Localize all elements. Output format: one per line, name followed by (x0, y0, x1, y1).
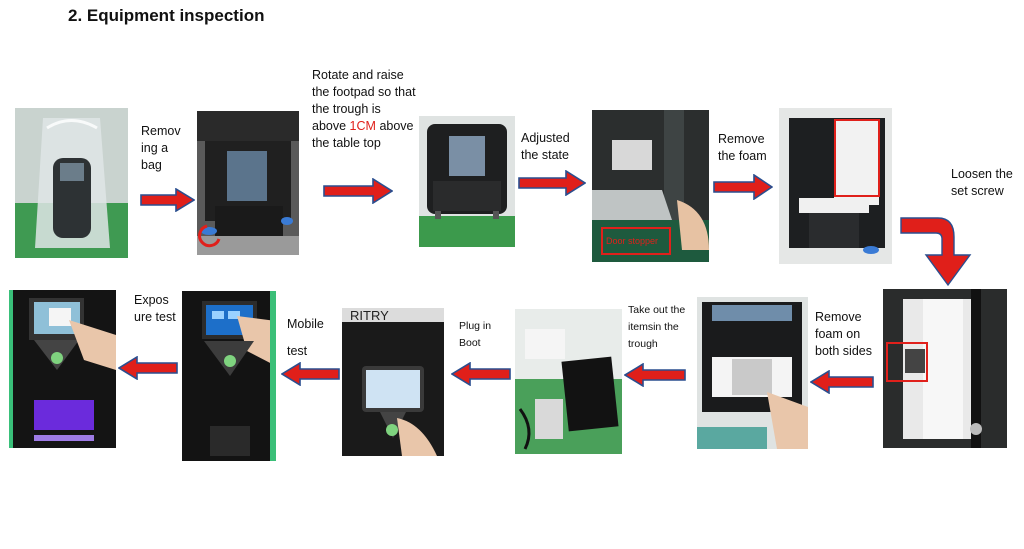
photo-foam-both-sides (697, 297, 808, 449)
photo-footpad (197, 111, 299, 255)
photo-set-screw (883, 289, 1007, 448)
arrow-right-2 (323, 178, 393, 204)
arrow-right-3 (518, 170, 586, 196)
arrow-right-4 (713, 174, 773, 200)
photo-foam-inside (779, 108, 892, 264)
photo-trough-items (515, 309, 622, 454)
raise-footpad-value: 1CM (349, 119, 376, 133)
arrow-left-3 (451, 362, 511, 386)
label-adjusted-state: Adjusted the state (521, 131, 570, 162)
door-stopper-label: Door stopper (606, 236, 659, 246)
photo-bagged-device (15, 108, 128, 258)
label-loosen-screw: Loosen the set screw (951, 167, 1013, 198)
arrow-right-1 (140, 188, 195, 212)
photo-exposure-device (9, 290, 116, 448)
arrow-left-4 (281, 362, 340, 386)
arrow-left-5 (118, 356, 178, 380)
label-plug-in-boot: Plug in Boot (459, 320, 492, 349)
label-remove-foam-sides: Remove foam on both sides (815, 310, 872, 358)
arrow-left-1 (810, 370, 874, 394)
section-heading: 2. Equipment inspection (68, 6, 265, 25)
svg-text:RITRY: RITRY (350, 308, 389, 323)
label-take-out-items: Take out the itemsin the trough (628, 304, 686, 350)
label-exposure-test: Expos ure test (134, 293, 176, 324)
arrow-left-2 (624, 363, 686, 387)
photo-mobile-test-device (182, 291, 276, 461)
label-remove-foam: Remove the foam (718, 132, 767, 163)
photo-raised-device (419, 116, 515, 247)
photo-door-stopper (592, 110, 709, 262)
label-mobile-test: Mobile test (287, 317, 324, 358)
label-raise-footpad: Rotate and raise the footpad so that the… (312, 67, 417, 152)
raise-footpad-suffix: above the table top (312, 119, 414, 150)
arrow-curve-down (900, 215, 976, 287)
raise-footpad-text: Rotate and raise the footpad so that the… (312, 68, 416, 133)
photo-boot-device: RITRY (342, 308, 444, 456)
label-removing-bag: Remov ing a bag (141, 124, 181, 172)
